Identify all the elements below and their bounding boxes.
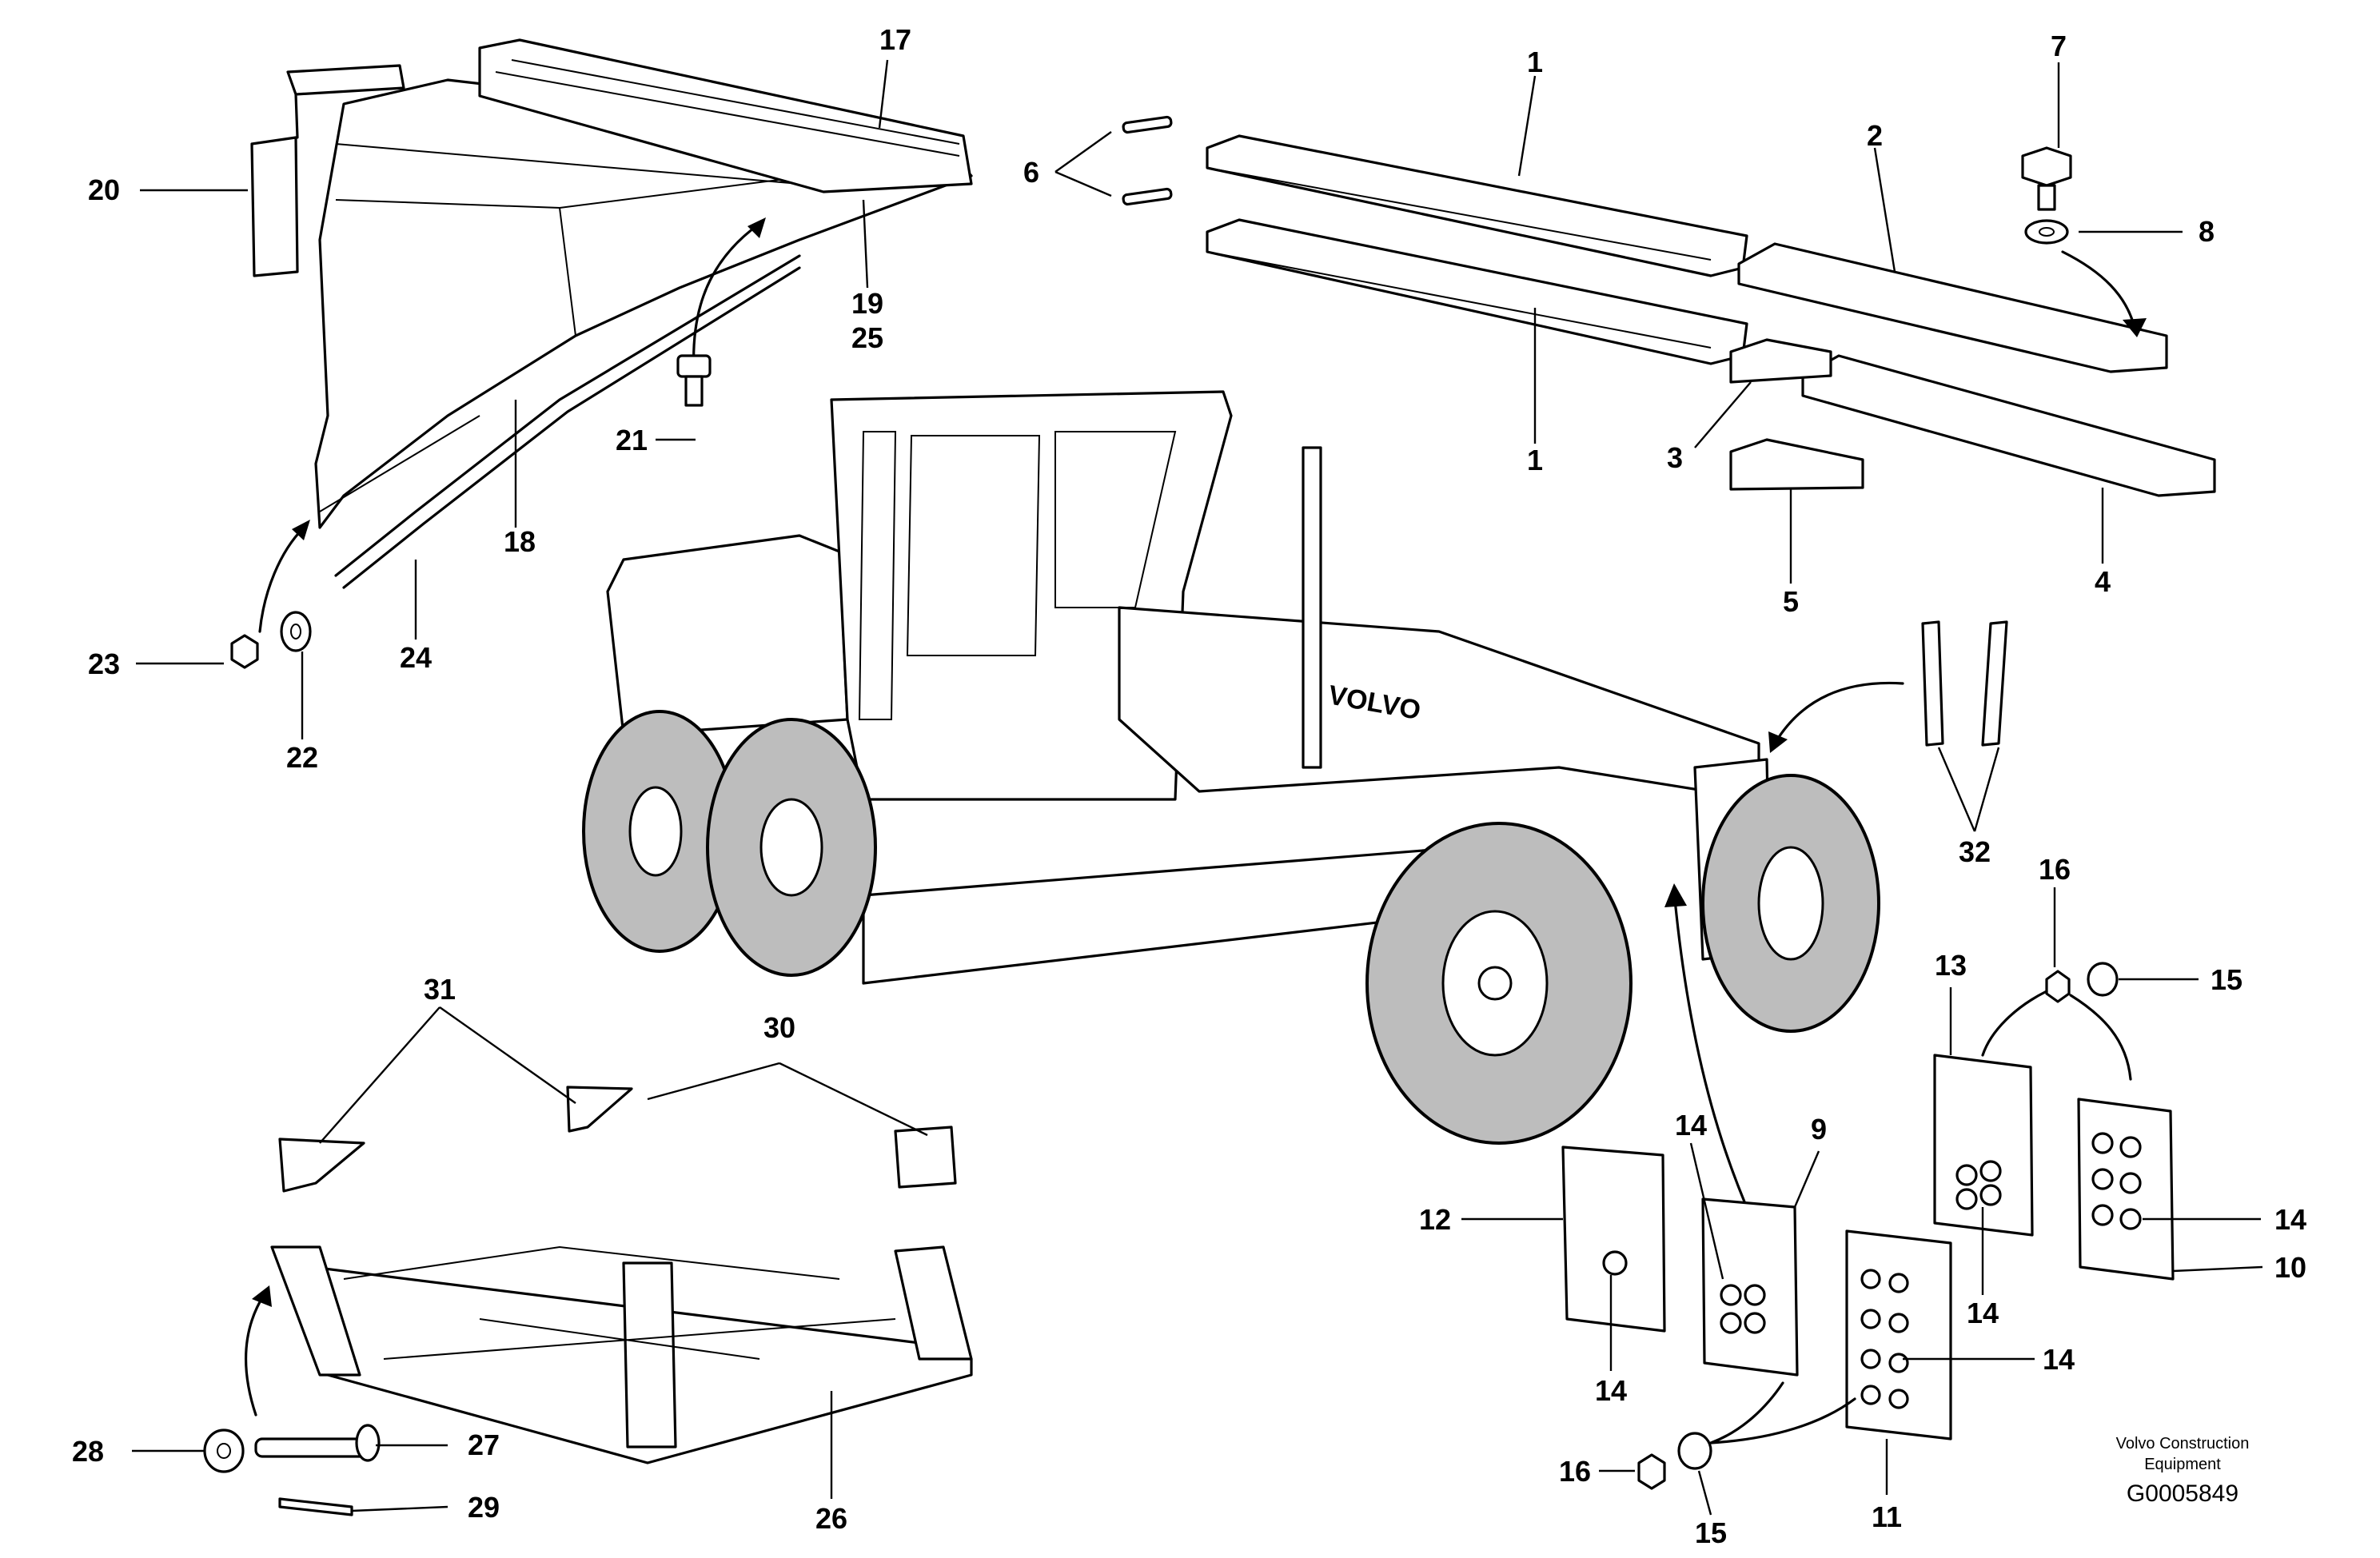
callout-12: 12	[1419, 1203, 1451, 1236]
callout-26: 26	[815, 1502, 847, 1535]
grader-frame	[1118, 606, 1760, 801]
washer-15-upper	[2087, 962, 2119, 997]
channel-4	[1801, 354, 2216, 497]
callout-22: 22	[286, 741, 318, 774]
callout-30: 30	[763, 1011, 795, 1044]
nut-16-upper	[2045, 970, 2071, 1003]
plate-12	[1561, 1146, 1666, 1333]
washer-15-lower	[1677, 1432, 1712, 1470]
plate-9	[1701, 1197, 1799, 1377]
callout-31: 31	[424, 973, 456, 1006]
credit-company-2: Equipment	[2144, 1456, 2221, 1473]
callout-7: 7	[2051, 30, 2067, 62]
wear-strips-6	[1122, 115, 1173, 206]
block-30	[894, 1126, 957, 1189]
arrow-15-lower	[1709, 1381, 1856, 1444]
arrow-head-9	[1664, 883, 1687, 907]
grader-rear-body	[606, 534, 849, 737]
strips-32	[1921, 620, 2008, 747]
arrow-23	[258, 526, 305, 633]
callout-25: 25	[851, 321, 883, 354]
grader-exhaust	[1302, 446, 1322, 769]
leader-lines	[132, 59, 2263, 1516]
callout-15-lower: 15	[1695, 1516, 1727, 1549]
callout-11: 11	[1872, 1500, 1902, 1533]
callout-29: 29	[468, 1491, 500, 1524]
callout-9: 9	[1811, 1113, 1827, 1146]
callout-14-d: 14	[2043, 1343, 2075, 1376]
motor-grader: VOLVO	[582, 390, 1880, 1145]
plate-5	[1729, 438, 1864, 491]
plate-13	[1933, 1054, 2034, 1237]
plate-11	[1845, 1229, 1952, 1440]
callout-24: 24	[400, 641, 432, 674]
callout-14-a: 14	[1675, 1109, 1707, 1142]
arrow-28	[245, 1293, 265, 1417]
callout-23: 23	[88, 648, 120, 680]
callout-8: 8	[2199, 215, 2215, 248]
callout-14-e: 14	[2274, 1203, 2306, 1236]
bracket-31-right	[566, 1086, 633, 1133]
callout-20: 20	[88, 173, 120, 206]
callout-14-b: 14	[1595, 1374, 1627, 1407]
washer-28	[203, 1428, 245, 1473]
arrow-head-8	[2123, 318, 2147, 337]
callout-10: 10	[2274, 1251, 2306, 1284]
arrow-head-32	[1768, 731, 1788, 753]
callout-2: 2	[1867, 119, 1883, 152]
frame-26	[270, 1245, 973, 1464]
callout-14-c: 14	[1967, 1297, 1999, 1329]
callout-16-upper: 16	[2039, 853, 2071, 886]
cotter-pin-29	[278, 1497, 353, 1516]
callout-16-lower: 16	[1559, 1455, 1591, 1488]
callout-4: 4	[2095, 565, 2111, 598]
callout-17: 17	[879, 23, 911, 56]
bracket-31-left	[278, 1138, 365, 1193]
arrow-32	[1773, 681, 1904, 745]
pin-27	[254, 1424, 381, 1462]
callout-18: 18	[504, 525, 536, 558]
callout-6: 6	[1023, 156, 1039, 189]
callout-1-upper: 1	[1527, 46, 1543, 78]
fender-top-plate-17	[478, 38, 973, 193]
arrow-head-21	[747, 217, 766, 238]
washer-22	[280, 611, 312, 652]
credit-company: Volvo Construction	[2116, 1435, 2250, 1452]
arrow-8	[2061, 250, 2136, 329]
callout-5: 5	[1783, 585, 1799, 618]
callout-19: 19	[851, 287, 883, 320]
callout-15-upper: 15	[2211, 963, 2242, 996]
figure-credit: Volvo Construction Equipment G0005849	[2116, 1435, 2250, 1507]
callout-13: 13	[1935, 949, 1967, 982]
plate-3	[1729, 338, 1832, 384]
callout-3: 3	[1667, 441, 1683, 474]
bolt-21	[676, 354, 712, 407]
arrow-head-23	[292, 520, 310, 540]
nut-16-lower	[1637, 1453, 1666, 1490]
channel-2	[1737, 242, 2168, 373]
fender-bracket-20	[250, 64, 405, 277]
arrow-16-upper	[1981, 990, 2132, 1081]
plate-10	[2077, 1098, 2175, 1281]
callout-32: 32	[1959, 835, 1991, 868]
callout-28: 28	[72, 1435, 104, 1468]
callout-27: 27	[468, 1428, 500, 1461]
bolt-7	[2021, 146, 2072, 211]
callout-1-lower: 1	[1527, 444, 1543, 476]
callout-21: 21	[616, 424, 648, 456]
fender-assembly	[250, 38, 973, 589]
washer-8	[2024, 219, 2069, 245]
nut-23	[230, 634, 259, 669]
figure-code: G0005849	[2127, 1480, 2238, 1507]
callout-labels: 1 1 2 3 4 5 6 7 8 9 10 11 12 13 14 14 14…	[72, 23, 2306, 1549]
fender-strip-24	[334, 254, 801, 589]
arrow-head-28	[252, 1285, 272, 1307]
